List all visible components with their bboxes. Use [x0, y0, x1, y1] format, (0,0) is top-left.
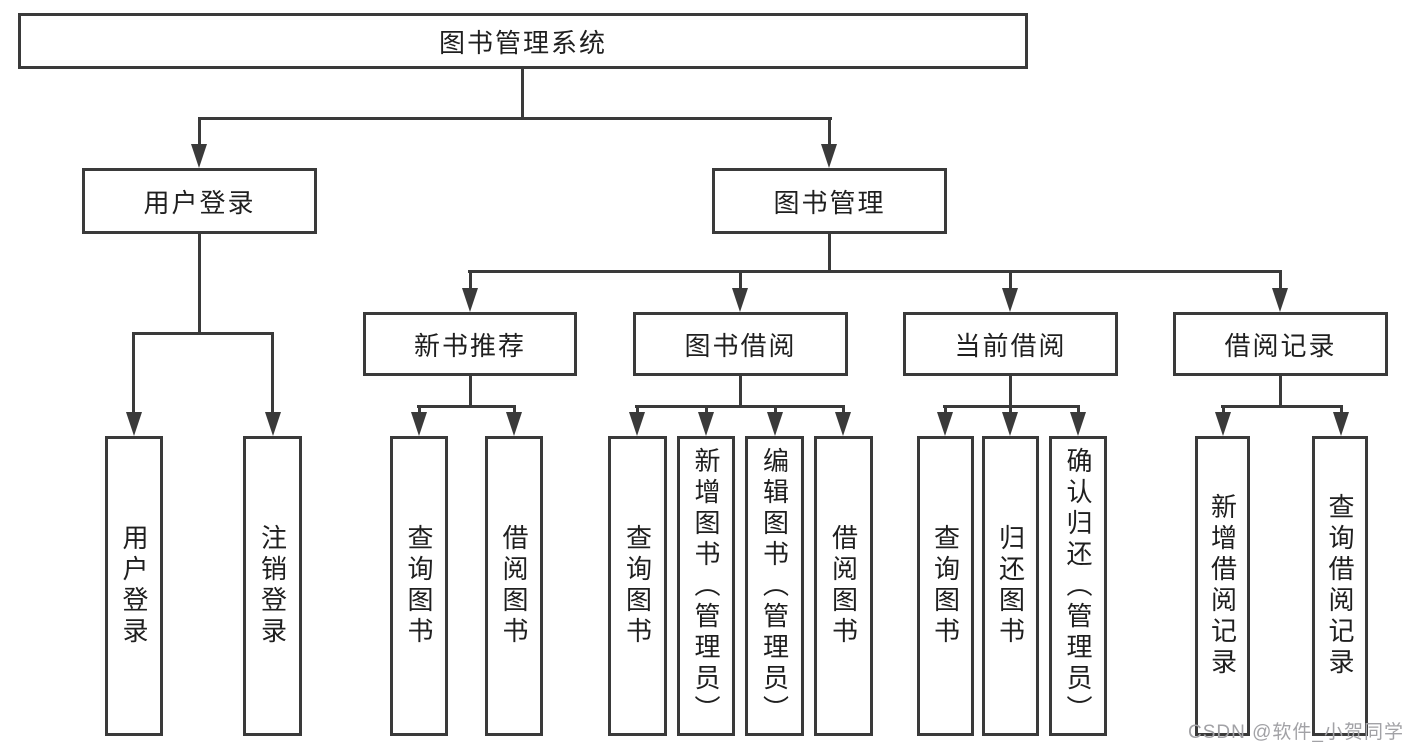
leaf-logout: 注销登录: [243, 436, 302, 736]
connector-to-borrow-records: [1279, 270, 1282, 290]
connector-book-management-branch: [468, 270, 1282, 273]
arrow-down-icon: [1333, 412, 1349, 436]
leaf-query-borrow-record: 查询借阅记录: [1312, 436, 1368, 736]
connector-borrow-records-trunk: [1279, 376, 1282, 407]
node-label: 用户登录: [143, 187, 256, 218]
node-label: 确认归还（管理员）: [1063, 446, 1093, 726]
arrow-down-icon: [411, 412, 427, 436]
node-new-book-recommend: 新书推荐: [363, 312, 577, 376]
node-book-management: 图书管理: [712, 168, 947, 234]
node-borrow-records: 借阅记录: [1173, 312, 1388, 376]
leaf-return-books: 归还图书: [982, 436, 1039, 736]
node-label: 用户登录: [119, 524, 149, 648]
node-label: 查询图书: [404, 524, 434, 648]
node-label: 图书借阅: [684, 330, 797, 361]
arrow-down-icon: [835, 412, 851, 436]
node-label: 新增图书（管理员）: [691, 446, 721, 726]
connector-leaf: [774, 405, 777, 415]
connector-user-login-trunk: [198, 234, 201, 334]
connector-user-login-branch: [132, 332, 274, 335]
arrow-down-icon: [629, 412, 645, 436]
connector-to-leaf-user-login: [132, 332, 135, 414]
connector-book-borrow-branch: [635, 405, 845, 408]
arrow-down-icon: [1215, 412, 1231, 436]
leaf-query-books-recommend: 查询图书: [390, 436, 448, 736]
arrow-down-icon: [1272, 288, 1288, 312]
node-label: 新增借阅记录: [1207, 493, 1238, 679]
node-current-borrow: 当前借阅: [903, 312, 1118, 376]
leaf-user-login: 用户登录: [105, 436, 163, 736]
leaf-borrow-books: 借阅图书: [814, 436, 873, 736]
node-library-management-system: 图书管理系统: [18, 13, 1028, 69]
leaf-borrow-books-recommend: 借阅图书: [485, 436, 543, 736]
arrow-down-icon: [732, 288, 748, 312]
arrow-down-icon: [191, 144, 207, 168]
connector-leaf: [1340, 405, 1343, 415]
arrow-down-icon: [1070, 412, 1086, 436]
node-label: 查询借阅记录: [1325, 493, 1355, 679]
connector-current-borrow-trunk: [1009, 376, 1012, 407]
node-label: 编辑图书（管理员）: [759, 446, 790, 726]
node-label: 图书管理: [773, 187, 886, 218]
connector-book-borrow-trunk: [739, 376, 742, 407]
connector-leaf: [1009, 405, 1012, 415]
connector-borrow-records-branch: [1221, 405, 1343, 408]
node-user-login: 用户登录: [82, 168, 317, 234]
connector-to-book-borrow: [739, 270, 742, 290]
connector-leaf: [705, 405, 708, 415]
connector-to-leaf-logout: [271, 332, 274, 414]
csdn-watermark: CSDN @软件_小贺同学: [1188, 722, 1404, 743]
connector-book-management-trunk: [828, 234, 831, 272]
node-book-borrow: 图书借阅: [633, 312, 848, 376]
connector-leaf: [842, 405, 845, 415]
connector-root-to-book-management: [828, 117, 831, 147]
connector-leaf: [944, 405, 947, 415]
arrow-down-icon: [698, 412, 714, 436]
arrow-down-icon: [1002, 412, 1018, 436]
connector-new-book-trunk: [469, 376, 472, 407]
arrow-down-icon: [506, 412, 522, 436]
connector-to-current-borrow: [1009, 270, 1012, 290]
node-label: 归还图书: [995, 524, 1026, 648]
connector-new-book-branch: [417, 405, 516, 408]
connector-leaf: [513, 405, 516, 415]
connector-leaf: [418, 405, 421, 415]
leaf-query-books-borrow: 查询图书: [608, 436, 667, 736]
connector-root-branch: [198, 117, 832, 120]
leaf-edit-books-admin: 编辑图书（管理员）: [745, 436, 804, 736]
connector-root-trunk: [521, 69, 524, 119]
connector-leaf: [1077, 405, 1080, 415]
connector-root-to-user-login: [198, 117, 201, 147]
arrow-down-icon: [126, 412, 142, 436]
arrow-down-icon: [1002, 288, 1018, 312]
connector-to-new-book-recommend: [469, 270, 472, 290]
connector-leaf: [1222, 405, 1225, 415]
arrow-down-icon: [265, 412, 281, 436]
arrow-down-icon: [821, 144, 837, 168]
leaf-add-books-admin: 新增图书（管理员）: [677, 436, 735, 736]
leaf-add-borrow-record: 新增借阅记录: [1195, 436, 1250, 736]
node-label: 新书推荐: [413, 330, 526, 361]
arrow-down-icon: [462, 288, 478, 312]
node-label: 查询图书: [622, 524, 653, 648]
node-label: 图书管理系统: [438, 27, 607, 58]
node-label: 借阅图书: [499, 524, 529, 648]
node-label: 注销登录: [257, 524, 288, 648]
node-label: 查询图书: [930, 524, 961, 648]
arrow-down-icon: [767, 412, 783, 436]
leaf-query-books-current: 查询图书: [917, 436, 974, 736]
leaf-confirm-return-admin: 确认归还（管理员）: [1049, 436, 1107, 736]
arrow-down-icon: [937, 412, 953, 436]
node-label: 借阅图书: [828, 524, 859, 648]
node-label: 当前借阅: [954, 330, 1067, 361]
connector-leaf: [636, 405, 639, 415]
node-label: 借阅记录: [1224, 330, 1337, 361]
